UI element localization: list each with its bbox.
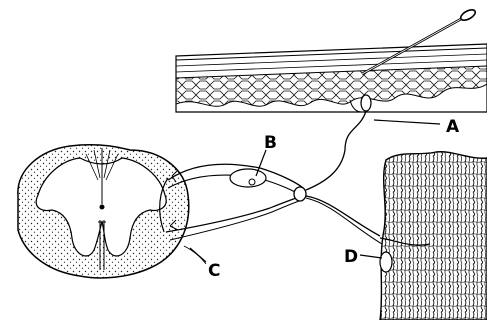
spinal-cord — [18, 145, 189, 278]
label-a: A — [446, 117, 460, 137]
muscle-tissue — [380, 152, 487, 320]
skin-section — [176, 44, 487, 112]
spinal-nerve — [294, 150, 382, 244]
dorsal-root — [168, 164, 305, 196]
label-b: B — [264, 133, 277, 153]
label-c: C — [208, 261, 220, 281]
label-d: D — [344, 247, 358, 267]
